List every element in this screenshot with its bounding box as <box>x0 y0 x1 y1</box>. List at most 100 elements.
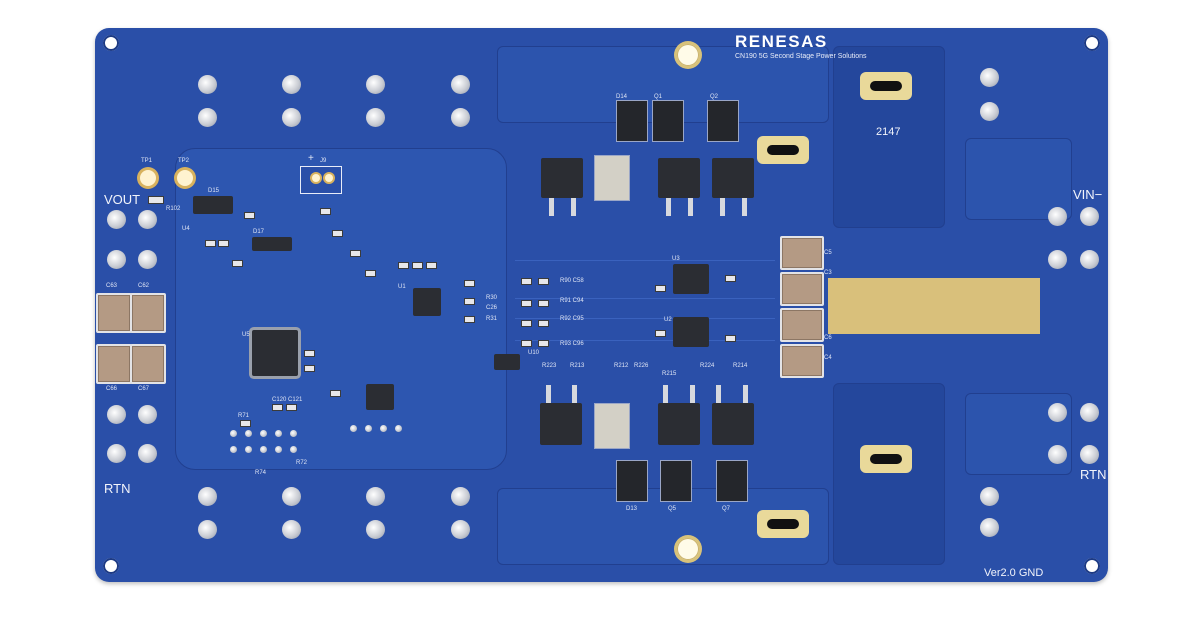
label-u2: U2 <box>664 317 672 323</box>
via <box>451 108 470 127</box>
transistor-lead <box>549 198 554 216</box>
via <box>451 75 470 94</box>
vin-via <box>1080 207 1099 226</box>
vout-via <box>107 210 126 229</box>
rtn-via <box>138 405 157 424</box>
label-r91-c94: R91 C94 <box>560 298 584 304</box>
mosfet-q1 <box>652 100 684 142</box>
label-c3: C3 <box>824 270 832 276</box>
label-r213: R213 <box>570 363 585 369</box>
smd-part <box>655 330 666 337</box>
capacitor-c62 <box>130 293 166 333</box>
smd-part <box>655 285 666 292</box>
diode-d15 <box>193 196 233 214</box>
rtn-via <box>138 444 157 463</box>
ic-u1 <box>413 288 441 316</box>
transistor-lead <box>663 385 668 403</box>
board-subtitle: CN190 5G Second Stage Power Solutions <box>735 53 867 60</box>
label-tp1: TP1 <box>141 158 153 164</box>
label-date-code: 2147 <box>876 126 901 138</box>
capacitor-c66 <box>96 344 132 384</box>
test-pad <box>380 425 387 432</box>
gold-busbar-pad <box>828 278 1040 334</box>
smd-part <box>365 270 376 277</box>
label-q2: Q2 <box>710 94 719 100</box>
mounting-hole-bottom-center <box>677 538 699 560</box>
slot-bottom <box>757 510 809 538</box>
label-u10: U10 <box>528 350 540 356</box>
label-vout: VOUT <box>104 192 141 207</box>
label-q1: Q1 <box>654 94 663 100</box>
smd-part <box>538 278 549 285</box>
transistor-lead <box>743 385 748 403</box>
label-q5: Q5 <box>668 506 677 512</box>
via <box>282 487 301 506</box>
slot-mid-top <box>757 136 809 164</box>
renesas-logo: RENESAS <box>735 32 828 51</box>
label-d14: D14 <box>616 94 628 100</box>
smd-part <box>521 340 532 347</box>
test-point-tp1 <box>140 170 156 186</box>
label-r72: R72 <box>296 460 308 466</box>
label-c5: C5 <box>824 250 832 256</box>
transistor-lead <box>546 385 551 403</box>
smd-part <box>464 280 475 287</box>
vout-via <box>138 210 157 229</box>
test-pad <box>290 446 297 453</box>
smd-part <box>725 275 736 282</box>
diode-d17 <box>252 237 292 251</box>
label-c67: C67 <box>138 386 150 392</box>
via <box>366 75 385 94</box>
label-r30: R30 <box>486 295 498 301</box>
test-pad <box>245 446 252 453</box>
smd-part <box>538 340 549 347</box>
smd-part <box>218 240 229 247</box>
mosfet-q5 <box>660 460 692 502</box>
capacitor-c3 <box>780 272 824 306</box>
connector-j9 <box>300 166 342 194</box>
smd-part <box>205 240 216 247</box>
via <box>451 487 470 506</box>
slot-top <box>860 72 912 100</box>
mounting-hole-top-center <box>677 44 699 66</box>
test-pad <box>290 430 297 437</box>
label-c4: C4 <box>824 355 832 361</box>
smd-part <box>350 250 361 257</box>
copper-zone-right-top <box>965 138 1072 220</box>
test-pad <box>230 446 237 453</box>
label-d15: D15 <box>208 188 220 194</box>
smd-part <box>286 404 297 411</box>
dpak-transistor <box>712 158 754 198</box>
via <box>366 520 385 539</box>
mosfet-q7 <box>716 460 748 502</box>
smd-part <box>320 208 331 215</box>
via <box>366 108 385 127</box>
label-u4: U4 <box>182 226 190 232</box>
label-c63: C63 <box>106 283 118 289</box>
diode-d13 <box>616 460 648 502</box>
capacitor-c5 <box>780 236 824 270</box>
smd-part <box>304 365 315 372</box>
dpak-transistor <box>658 158 700 198</box>
transistor-lead <box>571 198 576 216</box>
label-rtn-left: RTN <box>104 481 131 496</box>
transistor-lead <box>690 385 695 403</box>
j9-pin <box>312 174 320 182</box>
label-j9: J9 <box>320 158 327 164</box>
label-c121: C121 <box>288 397 303 403</box>
label-r71: R71 <box>238 413 250 419</box>
ic-u3 <box>673 264 709 294</box>
rtn-via <box>1048 403 1067 422</box>
ic-u10 <box>494 354 520 370</box>
vin-via <box>1080 250 1099 269</box>
label-r92-c95: R92 C95 <box>560 316 584 322</box>
label-r215: R215 <box>662 371 677 377</box>
transistor-lead <box>688 198 693 216</box>
dpak-transistor <box>658 403 700 445</box>
transistor-lead <box>716 385 721 403</box>
label-c26: C26 <box>486 305 498 311</box>
pcb-board <box>95 28 1108 582</box>
label-c66: C66 <box>106 386 118 392</box>
smd-part <box>244 212 255 219</box>
via <box>198 75 217 94</box>
